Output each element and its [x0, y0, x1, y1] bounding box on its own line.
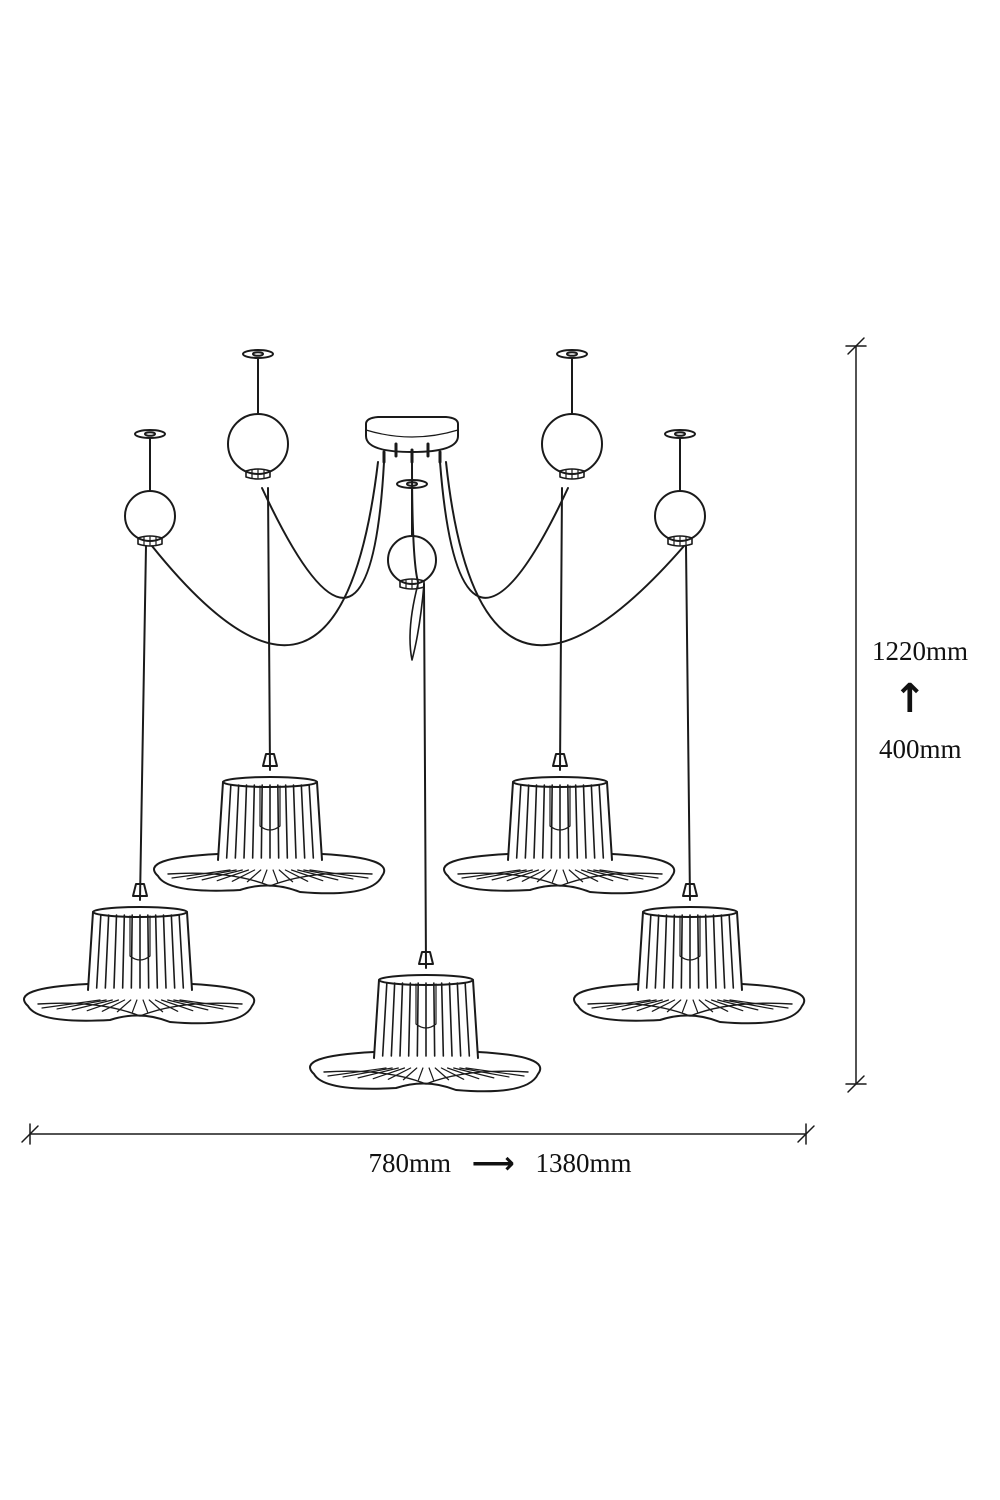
ceiling-hook: [541, 349, 603, 480]
ceiling-hook: [654, 429, 706, 547]
width-min-value: 780mm: [368, 1148, 451, 1179]
width-dimension-line: [21, 1123, 815, 1145]
ceiling-hooks: [124, 349, 706, 590]
hat-shades: [23, 753, 806, 1093]
lamp-cables: [139, 461, 691, 969]
hat-shade-lamp-center: [309, 951, 542, 1093]
width-max-value: 1380mm: [535, 1148, 632, 1179]
height-dimension-line: [845, 337, 867, 1093]
hat-shade-lamp-left: [23, 883, 256, 1025]
ceiling-canopy: [365, 416, 459, 464]
hat-shade-lamp-inner-right: [443, 753, 676, 895]
height-range-arrow-icon: ↑: [893, 676, 927, 722]
ceiling-hook: [124, 429, 176, 547]
hat-shade-lamp-right: [573, 883, 806, 1025]
width-dimension-label: 780mm ⟶ 1380mm: [0, 1146, 1000, 1181]
ceiling-hook: [227, 349, 289, 480]
height-min-value: 400mm: [879, 734, 962, 764]
hat-shade-lamp-inner-left: [153, 753, 386, 895]
width-range-arrow-icon: ⟶: [471, 1146, 515, 1182]
height-max-value: 1220mm: [872, 636, 969, 666]
